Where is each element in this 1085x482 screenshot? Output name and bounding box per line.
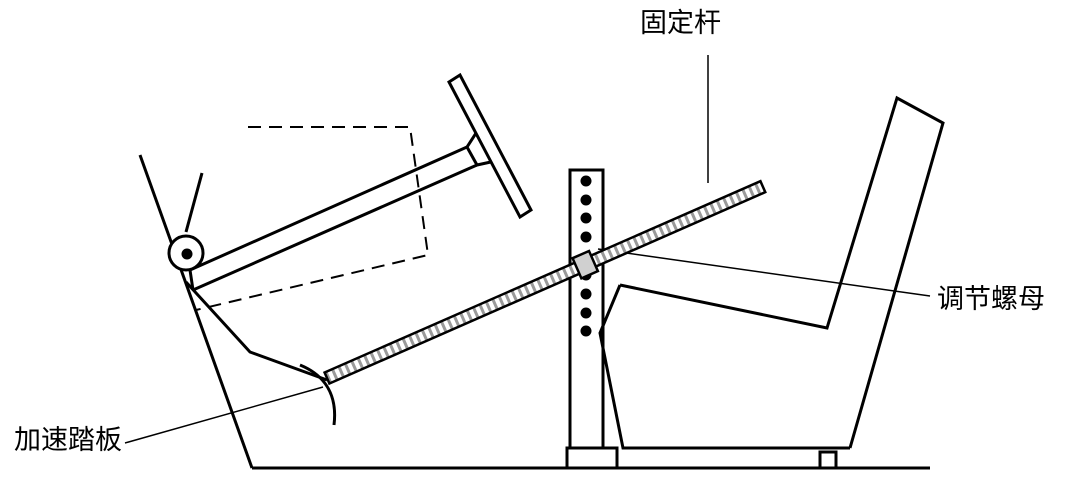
stand-hole (580, 175, 592, 187)
pivot-center-dot (181, 248, 193, 260)
accelerator-pedal-label: 加速踏板 (14, 425, 122, 456)
steering-wheel-rim (447, 72, 533, 220)
nut-leader-line (597, 248, 931, 297)
seat-front (598, 284, 850, 450)
stand-hole (580, 307, 592, 319)
seat-foot (818, 450, 838, 470)
adjusting-nut (570, 249, 600, 280)
pedal-linkage (184, 280, 328, 382)
fixed-rod (322, 179, 767, 386)
steering-column-end (188, 269, 195, 291)
stand-base (565, 446, 619, 470)
pedal-leader-line (124, 386, 324, 444)
accelerator-pedal (299, 363, 337, 426)
dashboard-dashed-outline (195, 126, 430, 311)
stand-hole (580, 288, 592, 300)
stand-hole (580, 231, 592, 243)
steering-column-upper (189, 145, 468, 272)
stand-hole (580, 212, 592, 224)
seat-back (619, 95, 945, 449)
stand-hole (580, 325, 592, 337)
pivot-lever (184, 172, 204, 233)
stand-hole (580, 194, 592, 206)
firewall-wall (138, 154, 254, 469)
fixed-rod-label: 固定杆 (640, 8, 721, 39)
steering-column-lower (192, 163, 478, 292)
adjusting-nut-label: 调节螺母 (937, 284, 1045, 315)
stand-holes (580, 175, 592, 337)
